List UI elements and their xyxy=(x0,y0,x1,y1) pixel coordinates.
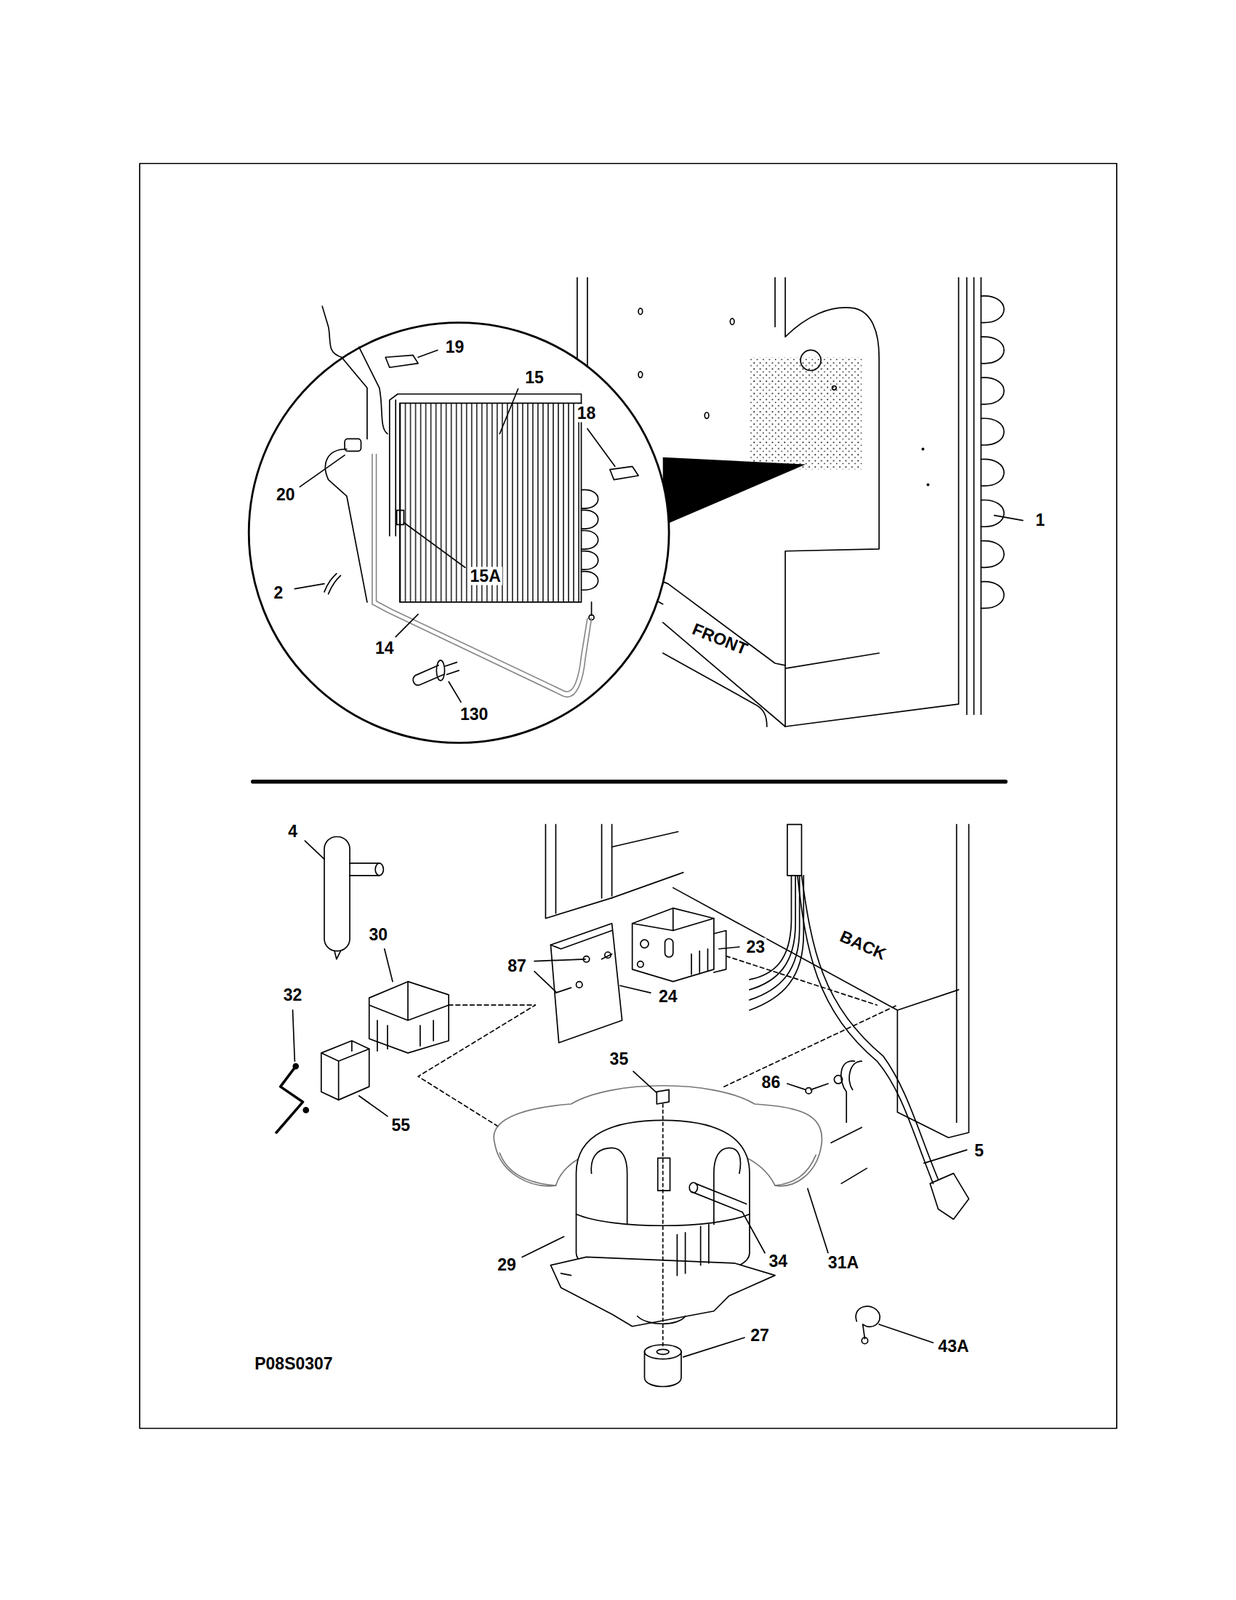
callout-number: 130 xyxy=(458,704,490,723)
callout-number: 31A xyxy=(826,1253,861,1272)
callout-number: 32 xyxy=(282,985,304,1004)
callout-number: 18 xyxy=(575,404,598,423)
callout-number: 35 xyxy=(608,1049,631,1068)
callout-number: 4 xyxy=(286,822,299,841)
callout-number: 15A xyxy=(468,567,503,586)
callout-number: 30 xyxy=(367,924,390,943)
callout-number: 5 xyxy=(972,1141,986,1160)
callout-number: 14 xyxy=(373,638,396,657)
callout-number: 43A xyxy=(936,1337,970,1356)
callout-number: 1 xyxy=(1033,511,1047,530)
orientation-label: FRONT xyxy=(688,619,752,659)
callout-number: 86 xyxy=(760,1073,783,1092)
callout-number: 2 xyxy=(272,583,286,602)
callout-number: 24 xyxy=(657,987,680,1006)
orientation-label: BACK xyxy=(835,926,890,964)
callout-number: 15 xyxy=(523,367,546,387)
callout-number: 20 xyxy=(274,485,297,504)
callout-number: 34 xyxy=(767,1251,789,1270)
drawing-number: P08S0307 xyxy=(253,1354,334,1373)
callout-number: 23 xyxy=(745,937,768,956)
callout-number: 27 xyxy=(748,1326,771,1345)
callout-number: 19 xyxy=(444,337,467,356)
callout-number: 87 xyxy=(506,956,528,975)
callout-number: 55 xyxy=(389,1116,412,1135)
callout-number: 29 xyxy=(495,1255,518,1274)
